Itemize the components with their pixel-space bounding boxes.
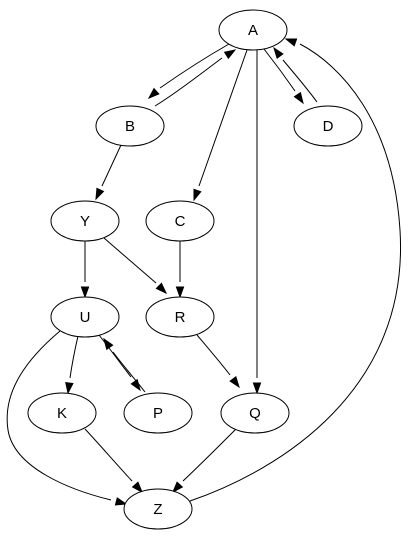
edge-a-to-b [147,43,230,99]
edge-b-to-a [154,49,237,107]
node-d: D [293,105,363,147]
edge-line [182,428,237,482]
node-shape [123,488,193,530]
arrowhead [252,382,262,395]
edge-line [6,330,112,501]
edge-z-to-a [189,38,401,502]
edge-q-to-z [172,428,237,494]
node-z: Z [123,488,193,530]
edge-b-to-y [95,144,122,201]
edge-line [189,43,401,502]
node-shape [145,296,215,338]
node-a: A [218,9,288,51]
arrowhead [95,187,105,201]
node-label: Q [249,405,261,422]
node-label: D [323,118,334,135]
node-k: K [27,392,97,434]
node-shape [293,105,363,147]
arrowhead [172,481,184,494]
arrowhead [175,286,185,299]
edge-c-to-r [175,241,185,299]
node-label: U [80,309,91,326]
edge-line [103,237,157,284]
node-label: Z [153,501,162,518]
node-shape [50,200,120,242]
node-shape [145,200,215,242]
edge-a-to-q [252,50,262,395]
edge-a-to-d [263,48,304,105]
arrowhead [223,49,237,60]
edge-u-to-k [65,335,79,395]
edge-k-to-z [84,428,143,494]
node-u: U [50,296,120,338]
arrowhead [193,188,202,202]
arrowhead [293,91,304,105]
edge-p-to-u [103,337,146,393]
node-label: C [175,213,186,230]
edge-u-to-z [6,330,128,506]
node-shape [220,392,290,434]
edge-line [154,57,223,107]
edge-line [282,59,318,103]
edge-line [84,428,133,482]
edge-a-to-c [193,49,248,202]
node-label: B [125,118,135,135]
edge-y-to-u [80,241,90,299]
edge-line [112,351,146,393]
edge-y-to-r [103,237,168,295]
edge-line [198,49,248,187]
arrowhead [284,38,298,47]
node-shape [123,392,193,434]
arrowhead [229,376,240,389]
node-b: B [95,105,165,147]
arrowhead [65,382,74,395]
node-label: P [153,405,163,422]
node-label: K [57,405,67,422]
node-label: Y [80,213,90,230]
node-label: A [248,22,258,39]
arrowhead [155,282,168,295]
node-c: C [145,200,215,242]
node-r: R [145,296,215,338]
edge-line [98,334,132,378]
edge-line [101,144,122,187]
node-shape [95,105,165,147]
arrowhead [114,497,128,506]
arrowhead [131,481,143,494]
edge-d-to-a [273,46,318,103]
edge-line [69,335,79,379]
edges-layer [6,38,401,506]
node-q: Q [220,392,290,434]
edge-line [159,43,230,89]
arrowhead [147,87,160,99]
edge-line [263,48,296,92]
edge-r-to-q [196,334,240,389]
node-shape [50,296,120,338]
arrowhead [273,46,284,59]
node-shape [27,392,97,434]
edge-line [196,334,231,376]
arrowhead [103,337,114,351]
node-p: P [123,392,193,434]
node-shape [218,9,288,51]
nodes-layer: A B D Y C U R K P Q Z [27,9,363,530]
node-y: Y [50,200,120,242]
node-label: R [175,309,186,326]
arrowhead [80,286,90,299]
